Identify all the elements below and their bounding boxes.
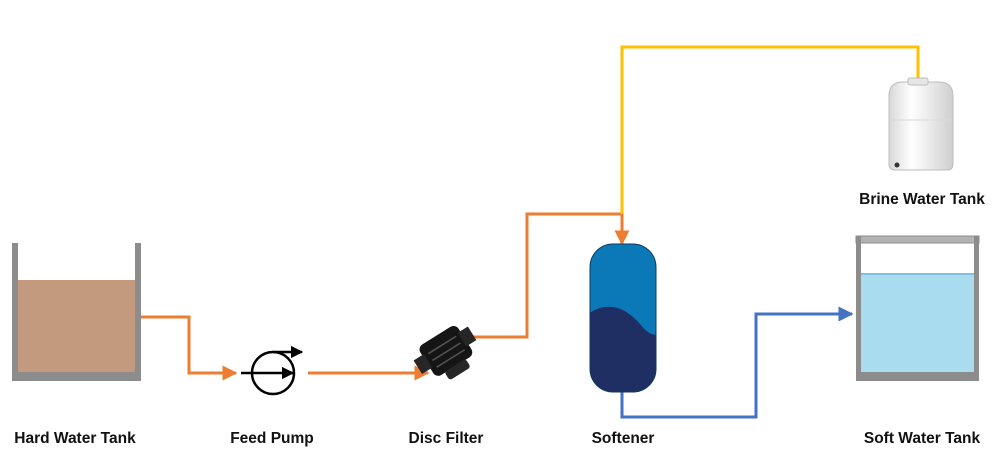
soft-water-tank (855, 235, 980, 381)
feed-pump-symbol (241, 345, 304, 396)
disc-filter-symbol (413, 325, 477, 380)
soft-water-tank-top-bar (855, 235, 980, 244)
brine-water-tank (888, 77, 954, 171)
soft-water-fill (861, 273, 974, 372)
label-brine-water-tank: Brine Water Tank (859, 191, 985, 208)
pipe-filter-to-softener (470, 212, 630, 339)
softener-vessel (589, 243, 657, 393)
soft-water-tank-floor (856, 372, 979, 381)
pipe-softener-to-soft-tank (620, 306, 854, 419)
label-softener: Softener (592, 430, 655, 447)
label-disc-filter: Disc Filter (409, 430, 484, 447)
pipes (141, 45, 920, 419)
hard-water-tank-right-wall (135, 243, 141, 381)
label-soft-water-tank: Soft Water Tank (864, 430, 981, 447)
hard-water-fill (18, 280, 135, 372)
pipe-tank-to-pump (141, 315, 238, 381)
hard-water-tank (12, 243, 141, 381)
label-hard-water-tank: Hard Water Tank (14, 430, 136, 447)
soft-water-tank-left-wall (856, 236, 861, 381)
label-feed-pump: Feed Pump (230, 430, 314, 447)
hard-water-tank-left-wall (12, 243, 18, 381)
soft-water-tank-right-wall (974, 236, 979, 381)
pipe-brine-line (620, 45, 920, 214)
hard-water-tank-floor (12, 372, 141, 381)
